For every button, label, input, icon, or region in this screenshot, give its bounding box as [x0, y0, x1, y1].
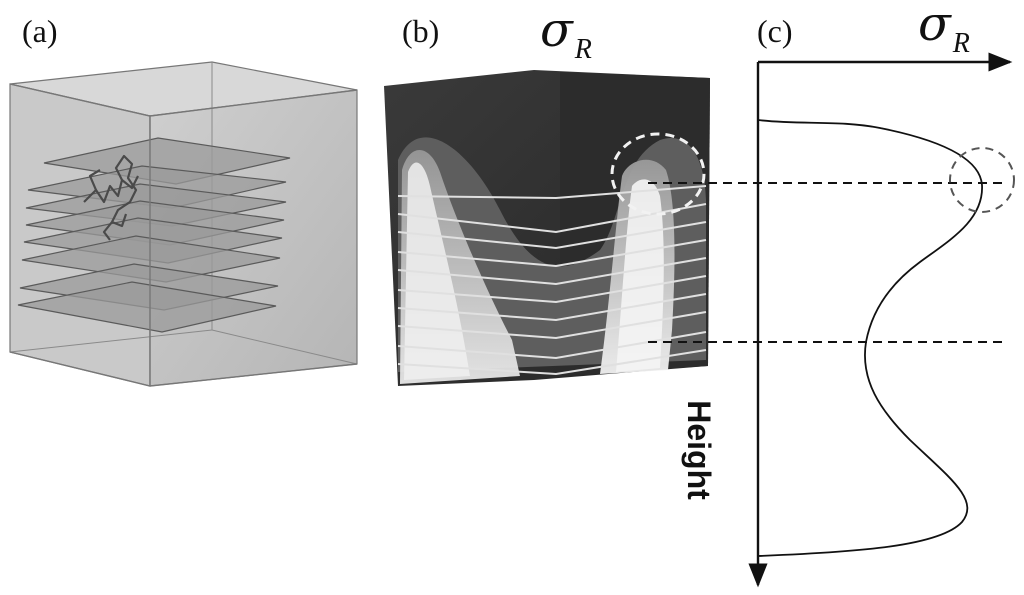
peak-highlight-circle-c [949, 147, 1015, 213]
panel-b-label: (b) [402, 13, 439, 49]
sigma-profile-curve [757, 119, 983, 557]
height-axis-label: Height [681, 400, 717, 500]
sigma-symbol-c: σ [918, 0, 952, 52]
panel-c: (c) σR Height [681, 0, 1015, 588]
right-plume-core [616, 179, 664, 372]
cube-hidden-edge-3 [9, 329, 213, 353]
panel-a: (a) [9, 13, 358, 387]
cube-hidden-edge-2 [211, 329, 358, 365]
sigma-subscript-c: R [952, 28, 970, 59]
sigma-symbol-b: σ [540, 2, 574, 58]
cube-front-edges [9, 83, 358, 387]
slice-lines [397, 185, 707, 376]
slice-stack [17, 137, 291, 333]
sigma-r-label-b: σR [540, 2, 592, 65]
sigma-r-label-c: σR [918, 0, 970, 59]
field-block [384, 70, 710, 386]
panel-a-label: (a) [22, 13, 58, 49]
sigma-subscript-b: R [574, 34, 592, 65]
slice-plane-8 [17, 281, 277, 333]
panel-b: (b) σR [384, 2, 710, 386]
molecule-structure [83, 154, 139, 241]
panel-c-label: (c) [757, 13, 793, 49]
peak-highlight-circle-b [610, 132, 706, 216]
